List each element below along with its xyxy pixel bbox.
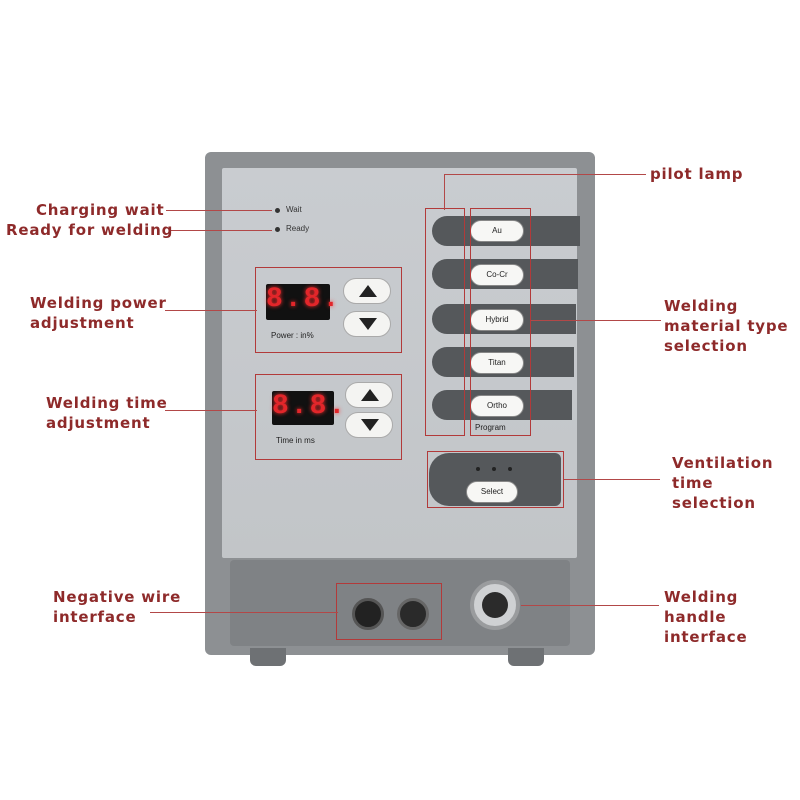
- power-up-button[interactable]: [343, 278, 391, 304]
- select-button[interactable]: Select: [466, 481, 518, 503]
- leader-line: [166, 210, 272, 212]
- time-up-button[interactable]: [345, 382, 393, 408]
- callout-line: adjustment: [46, 414, 151, 432]
- program-caption: Program: [475, 423, 506, 432]
- leader-line: [444, 174, 646, 176]
- wait-lamp-icon: [275, 208, 280, 213]
- power-down-button[interactable]: [343, 311, 391, 337]
- callout-ready-for-welding: Ready for welding: [6, 221, 174, 239]
- callout-line: Ventilation: [672, 454, 774, 472]
- time-highlight-box: [255, 374, 402, 460]
- time-caption: Time in ms: [276, 436, 315, 445]
- negative-wire-box: [336, 583, 442, 640]
- callout-line: Welding time: [46, 394, 168, 412]
- callout-line: Welding: [664, 297, 739, 315]
- callout-charging-wait: Charging wait: [36, 201, 165, 219]
- power-highlight-box: [255, 267, 402, 353]
- wait-lamp-label: Wait: [286, 205, 302, 214]
- arrow-up-icon: [361, 389, 379, 401]
- pilot-lamp-box: [425, 208, 465, 436]
- socket-pins-icon: [482, 592, 508, 618]
- material-button-ortho[interactable]: Ortho: [470, 395, 524, 417]
- callout-welding-power: Welding power adjustment: [30, 293, 167, 333]
- callout-line: selection: [672, 494, 756, 512]
- callout-line: Welding: [664, 588, 739, 606]
- arrow-up-icon: [359, 285, 377, 297]
- material-button-titan[interactable]: Titan: [470, 352, 524, 374]
- callout-negative-wire: Negative wire interface: [53, 587, 181, 627]
- negative-wire-socket-icon: [397, 598, 429, 630]
- callout-line: time: [672, 474, 714, 492]
- ready-lamp-icon: [275, 227, 280, 232]
- callout-welding-time: Welding time adjustment: [46, 393, 168, 433]
- leader-line: [444, 174, 446, 210]
- ready-lamp-label: Ready: [286, 224, 310, 233]
- callout-line: selection: [664, 337, 748, 355]
- material-button-au[interactable]: Au: [470, 220, 524, 242]
- vent-led-icon: [476, 467, 480, 471]
- leader-line: [150, 612, 338, 614]
- power-caption: Power : in%: [271, 331, 314, 340]
- callout-material-selection: Welding material type selection: [664, 296, 788, 356]
- callout-line: adjustment: [30, 314, 135, 332]
- callout-handle-interface: Welding handle interface: [664, 587, 747, 647]
- leader-line: [521, 605, 659, 607]
- leader-line: [165, 310, 257, 312]
- time-display: 8.8.: [272, 391, 345, 425]
- leader-line: [170, 230, 272, 232]
- callout-line: Negative wire: [53, 588, 182, 606]
- arrow-down-icon: [361, 419, 379, 431]
- callout-line: material type: [664, 317, 789, 335]
- arrow-down-icon: [359, 318, 377, 330]
- leader-line: [165, 410, 257, 412]
- callout-line: interface: [664, 628, 748, 646]
- callout-pilot-lamp: pilot lamp: [650, 165, 744, 183]
- right-foot: [508, 648, 544, 666]
- left-foot: [250, 648, 286, 666]
- welding-handle-socket-icon: [470, 580, 520, 630]
- callout-line: handle: [664, 608, 727, 626]
- ventilation-box: [427, 451, 564, 508]
- material-button-hybrid[interactable]: Hybrid: [470, 309, 524, 331]
- callout-line: interface: [53, 608, 137, 626]
- callout-line: Welding power: [30, 294, 167, 312]
- callout-ventilation: Ventilation time selection: [672, 453, 773, 513]
- time-down-button[interactable]: [345, 412, 393, 438]
- leader-line: [531, 320, 661, 322]
- vent-led-icon: [508, 467, 512, 471]
- vent-led-icon: [492, 467, 496, 471]
- power-display: 8.8.: [266, 284, 339, 320]
- negative-wire-socket-icon: [352, 598, 384, 630]
- material-select-box: [470, 208, 531, 436]
- leader-line: [564, 479, 660, 481]
